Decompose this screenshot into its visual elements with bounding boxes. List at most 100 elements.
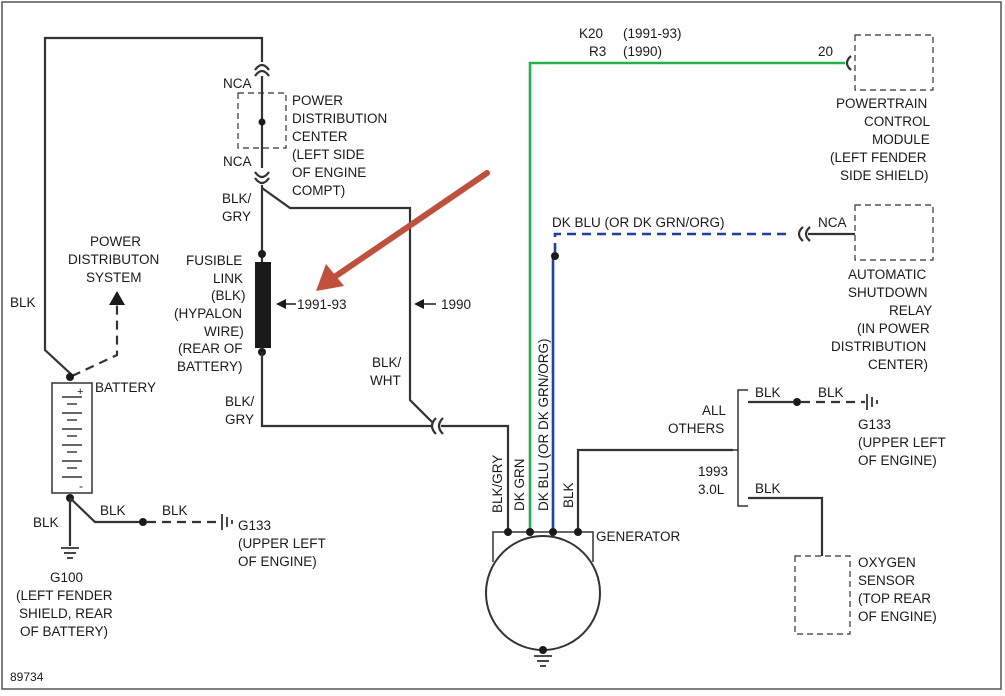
pdc-connector-bottom — [254, 171, 270, 179]
label-blk-wht: BLK/ — [372, 355, 402, 370]
fusible-label-line: WIRE) — [204, 324, 244, 339]
fusible-link-dot-top — [258, 250, 266, 258]
label-gen-dk-blu: DK BLU (OR DK GRN/ORG) — [536, 338, 551, 511]
battery-minus: - — [79, 479, 83, 493]
pcm-box — [854, 34, 934, 91]
fusible-label-line: FUSIBLE — [186, 253, 242, 268]
g133-batt-label: G133 (UPPER LEFT OF ENGINE) — [238, 518, 326, 569]
pcm-line: (LEFT FENDER — [830, 150, 927, 165]
pointer-arrow — [327, 170, 490, 283]
asd-label: AUTOMATIC SHUTDOWN RELAY (IN POWER DISTR… — [831, 267, 932, 372]
g133-others-line: (UPPER LEFT — [858, 435, 946, 450]
gen-terminal-blk-gry — [504, 528, 512, 536]
o2-line: OXYGEN — [858, 555, 916, 570]
pdc-connector-bottom-2 — [254, 177, 270, 185]
asd-line: SHUTDOWN — [848, 285, 928, 300]
pcm-label: POWERTRAIN CONTROL MODULE (LEFT FENDER S… — [830, 96, 930, 183]
year-1993-label: 1993 — [698, 464, 728, 479]
generator-symbol — [485, 535, 601, 651]
gen-connector-b — [437, 417, 444, 435]
asd-line: DISTRIBUTION — [831, 339, 926, 354]
pds-label: POWER — [90, 234, 141, 249]
pdc-label-line: POWER — [292, 93, 343, 108]
pointer-arrow-head — [316, 264, 344, 291]
label-others-blk-2: BLK — [818, 385, 844, 400]
pdc-label-line: DISTRIBUTION — [292, 111, 387, 126]
all-others-label: ALL — [702, 403, 727, 418]
pdc-nca-bottom: NCA — [223, 154, 252, 169]
asd-line: (IN POWER — [857, 321, 930, 336]
fusible-label-line: LINK — [213, 271, 243, 286]
g100-line: (LEFT FENDER — [16, 588, 113, 603]
g133-others-label: G133 (UPPER LEFT OF ENGINE) — [858, 417, 946, 468]
label-blk-gry-top: GRY — [222, 209, 251, 224]
pcm-line: SIDE SHIELD) — [840, 168, 929, 183]
label-nca-asd: NCA — [818, 215, 847, 230]
oxygen-sensor-label: OXYGEN SENSOR (TOP REAR OF ENGINE) — [858, 555, 937, 624]
ground-icon — [534, 655, 552, 667]
g133-line: OF ENGINE) — [238, 554, 317, 569]
splice-dot-others — [793, 398, 801, 406]
asd-line: AUTOMATIC — [848, 267, 927, 282]
pdc-label-line: COMPT) — [292, 183, 345, 198]
ground-icon — [221, 514, 233, 530]
g133-line: (UPPER LEFT — [238, 536, 326, 551]
asd-connector-b — [804, 226, 811, 242]
arrow-1991-93 — [276, 299, 286, 309]
wire-gen-blk — [576, 448, 733, 530]
g133-others-line: G133 — [858, 417, 891, 432]
g133-others-line: OF ENGINE) — [858, 453, 937, 468]
wire-blk-wht-1990 — [261, 187, 433, 423]
pdc-connector-top — [254, 63, 270, 71]
label-k20: K20 — [579, 26, 603, 41]
wire-batt-g133 — [69, 497, 140, 524]
label-o2-blk: BLK — [755, 481, 781, 496]
fusible-label-line: (REAR OF — [178, 341, 243, 356]
pdc-splice-dot — [258, 118, 266, 126]
fusible-label-line: (HYPALON — [174, 306, 242, 321]
g100-label: G100 (LEFT FENDER SHIELD, REAR OF BATTER… — [16, 570, 113, 639]
label-blk-gry-bottom: BLK/ — [225, 394, 255, 409]
label-blk-wht: WHT — [370, 373, 401, 388]
label-blk-gry-top: BLK/ — [222, 191, 252, 206]
generator-terminal-block — [492, 531, 594, 562]
asd-connector-a — [797, 226, 804, 242]
label-1991-93: 1991-93 — [297, 297, 347, 312]
wire-blk-main — [43, 36, 264, 376]
fusible-link-label: FUSIBLE LINK (BLK) (HYPALON WIRE) (REAR … — [174, 253, 246, 374]
battery-cells — [62, 396, 82, 478]
pcm-connector — [845, 55, 852, 71]
asd-box — [854, 204, 934, 261]
arrow-1990 — [414, 299, 424, 309]
wire-power-dist-system — [71, 305, 119, 377]
g100-line: SHIELD, REAR — [19, 606, 113, 621]
all-others-label: OTHERS — [668, 421, 724, 436]
figure-id: 89734 — [10, 670, 44, 684]
pds-label: SYSTEM — [86, 270, 142, 285]
g100-line: G100 — [50, 570, 83, 585]
label-blk-gry-bottom: GRY — [225, 412, 254, 427]
o2-line: (TOP REAR — [858, 591, 931, 606]
year-1993-label: 3.0L — [698, 482, 725, 497]
wire-gen-blk-gry — [441, 424, 510, 530]
battery-plus: + — [77, 386, 83, 398]
gen-connector-a — [430, 417, 437, 435]
pdc-label-line: (LEFT SIDE — [292, 147, 365, 162]
gen-terminal-dk-blu — [549, 528, 557, 536]
pdc-connector-top-2 — [254, 69, 270, 77]
fusible-link — [255, 262, 271, 348]
gen-terminal-blk — [574, 528, 582, 536]
ground-icon — [866, 394, 878, 410]
bracket — [737, 389, 748, 507]
label-others-blk-1: BLK — [755, 385, 781, 400]
wire-dk-blu-dashed — [553, 232, 792, 252]
label-1990: 1990 — [441, 297, 471, 312]
label-blk-left: BLK — [10, 295, 36, 310]
pdc-label: POWER DISTRIBUTION CENTER (LEFT SIDE OF … — [292, 93, 387, 198]
label-k20-years: (1991-93) — [623, 26, 682, 41]
g100-line: OF BATTERY) — [20, 624, 108, 639]
label-gen-blk-gry: BLK/GRY — [490, 455, 505, 513]
label-gen-blk: BLK — [561, 482, 576, 508]
o2-line: OF ENGINE) — [858, 609, 937, 624]
